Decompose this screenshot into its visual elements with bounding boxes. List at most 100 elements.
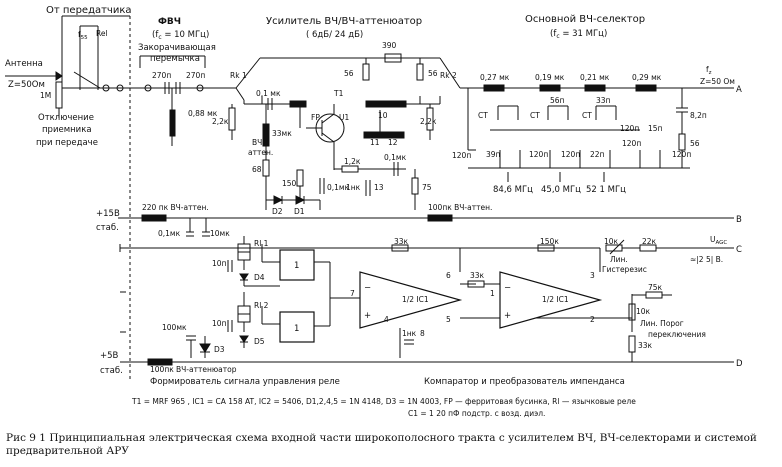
label-c120c: 120п [561,150,580,159]
label-c56: 56п [550,96,565,105]
label-c82: 8,2п [690,111,707,120]
label-plus15: +15В [96,209,120,219]
label-l021: 0,21 мк [580,73,610,82]
label-c100: 100мк [162,323,187,332]
label-1m: 1М [40,91,51,100]
label-lin-thr-2: переключения [648,330,706,339]
label-l019: 0,19 мк [535,73,565,82]
caption-label: Рис 9 1 [6,432,46,444]
label-uagc: UAGC [710,235,727,246]
label-p10: 10 [378,111,388,120]
label-r22a: 2,2к [212,117,229,126]
label-r150: 150 [282,179,297,188]
label-p12: 12 [388,138,398,147]
label-r150k: 150к [540,237,559,246]
label-d2: D2 [272,207,283,216]
label-l088: 0,88 мк [188,109,218,118]
label-lin-hyst-2: Гистерезис [602,265,647,274]
note-line-1: T1 = MRF 965 , IC1 = CA 158 AT, IC2 = 54… [131,397,636,406]
label-u1: U1 [339,113,349,122]
label-r56a: 56 [344,69,354,78]
label-d3: D3 [214,345,225,354]
label-l027: 0,27 мк [480,73,510,82]
label-c120e: 120п [622,139,641,148]
label-c01b: 0,1мк [384,153,407,162]
label-disconnect-1: Отключение [38,113,94,123]
label-atten-100-bottom-1: 100пк [150,365,174,374]
caption-text: Принципиальная электрическая схема входн… [6,432,757,457]
label-r33c: 33к [638,341,653,350]
label-ic1b: 1/2 IC1 [542,295,569,304]
label-rel: Rel [96,29,108,38]
label-selector-fc: (fc = 31 МГц) [550,29,607,40]
label-d5: D5 [254,337,265,346]
op1-minus: − [364,283,371,293]
label-r75: 75 [422,183,432,192]
op2-plus: + [504,311,511,321]
label-pin8: 8 [420,329,425,338]
label-fp: FP [311,113,320,122]
label-rl2: Rl 2 [254,301,269,310]
label-fz: fz [706,65,712,76]
op2-minus: − [504,283,511,293]
label-c33: 33п [596,96,611,105]
label-pin1: 1 [490,289,495,298]
label-ct1: CT [478,111,488,120]
label-d1: D1 [294,207,305,216]
label-pin6: 6 [446,271,451,280]
label-rk2: Rk 2 [440,71,457,80]
label-c10b: 10п [212,259,227,268]
label-c120d: 120п [620,124,639,133]
label-t1: T1 [333,89,344,98]
label-r56b: 56 [428,69,438,78]
label-uagc-range: ≈|2 5| В. [690,255,723,264]
label-rl1: Rl 1 [254,239,269,248]
label-c270b: 270п [186,71,205,80]
label-ct2: CT [530,111,540,120]
label-rk1: Rk 1 [230,71,247,80]
label-amplifier-gain: ( 6дБ/ 24 дБ) [306,30,363,40]
label-freq3: 52 1 МГц [586,185,626,195]
label-c1nkb: 1нк [402,329,417,338]
label-r33b: 33к [470,271,485,280]
label-c15: 15п [648,124,663,133]
label-atten-220: 220 пк ВЧ-аттен. [142,203,209,212]
label-c01c: 0,1мк [158,229,181,238]
label-g1: 1 [294,261,299,271]
label-former: Формирователь сигнала управления реле [150,377,340,387]
label-disconnect-3: при передаче [36,138,98,148]
bus-label-a: A [736,85,742,95]
label-pin2: 2 [590,315,595,324]
op-amp-2 [499,271,603,329]
inverter-gate-2 [279,311,315,343]
label-l33: 33мк [272,129,292,138]
label-p11: 11 [370,138,380,147]
label-c01a: 0,1 мк [256,89,281,98]
label-c01mk: 0,1мк [327,183,350,192]
label-plus5: +5В [100,351,119,361]
label-antenna-impedance: Z=50Ом [8,80,45,90]
label-c39: 39п [486,150,501,159]
label-r33a: 33к [394,237,409,246]
label-pin3: 3 [590,271,595,280]
label-g2: 1 [294,324,299,334]
label-r390: 390 [382,41,397,50]
label-antenna: Антенна [5,59,43,69]
label-rf-atten-2: аттен. [248,148,273,157]
label-c10c: 10п [212,319,227,328]
label-plus15-stab: стаб. [96,223,119,233]
label-hpf-fc: (fc = 10 МГц) [152,30,209,41]
label-selector: Основной ВЧ-селектор [525,14,645,25]
label-freq2: 45,0 МГц [541,185,581,195]
label-pin4: 4 [384,315,389,324]
label-l029: 0,29 мк [632,73,662,82]
op-amp-1 [359,271,463,329]
label-r22k: 22к [642,237,657,246]
label-c22: 22п [590,150,605,159]
label-freq1: 84,6 МГц [493,185,533,195]
label-output-impedance: Z=50 Ом [700,77,735,86]
bus-label-c: C [736,245,742,255]
label-r22b: 2,2к [420,117,437,126]
label-ic1a: 1/2 IC1 [402,295,429,304]
label-comparator: Компаратор и преобразователь импенданса [424,377,625,387]
